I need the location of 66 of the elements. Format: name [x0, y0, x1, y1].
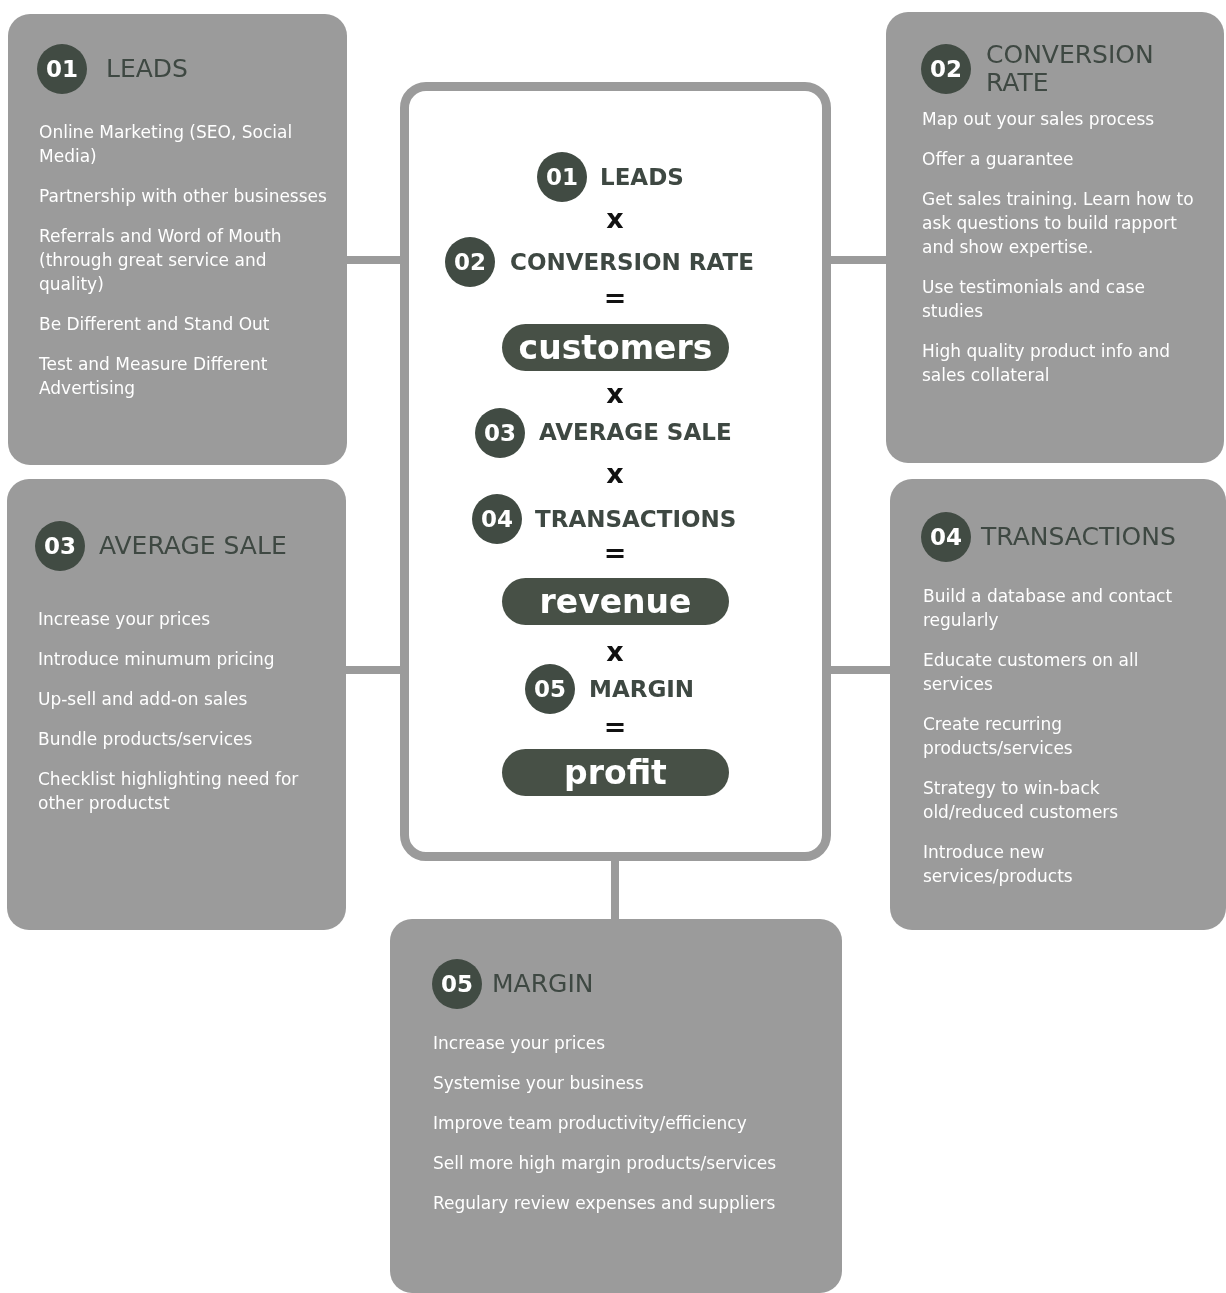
bullet-text: Up-sell and add-on sales	[38, 688, 249, 711]
formula-term: TRANSACTIONS	[535, 506, 737, 532]
bullet-text: Online Marketing (SEO, Social Media)	[39, 121, 294, 168]
formula-panel	[400, 82, 831, 861]
bullet-text: Offer a guarantee	[922, 148, 1075, 171]
number-badge: 03	[35, 521, 85, 571]
connector-line	[831, 666, 890, 674]
number-badge: 02	[921, 44, 971, 94]
bullet-text: Regulary review expenses and suppliers	[433, 1192, 777, 1215]
connector-line	[346, 666, 400, 674]
bullet-text: Test and Measure Different Advertising	[39, 353, 269, 400]
operator-symbol: x	[606, 380, 624, 408]
formula-term: MARGIN	[589, 676, 695, 702]
number-badge: 04	[472, 494, 522, 544]
card-title: MARGIN	[492, 970, 595, 998]
bullet-text: Create recurring products/services	[923, 713, 1074, 760]
info-card	[7, 479, 346, 930]
bullet-text: Map out your sales process	[922, 108, 1156, 131]
number-badge: 04	[921, 512, 971, 562]
formula-term: AVERAGE SALE	[539, 419, 732, 445]
card-title: CONVERSION RATE	[986, 41, 1155, 97]
bullet-text: Sell more high margin products/services	[433, 1152, 778, 1175]
bullet-text: Be Different and Stand Out	[39, 313, 271, 336]
card-title: AVERAGE SALE	[99, 532, 288, 560]
bullet-text: Bundle products/services	[38, 728, 254, 751]
operator-symbol: =	[603, 284, 627, 312]
bullet-text: Checklist highlighting need for other productst	[38, 768, 300, 815]
bullet-text: Introduce new services/products	[923, 841, 1074, 888]
connector-line	[347, 256, 400, 264]
formula-term: LEADS	[600, 164, 684, 190]
bullet-text: Educate customers on all services	[923, 649, 1140, 696]
result-pill: customers	[502, 324, 729, 371]
bullet-text: Strategy to win-back old/reduced customers	[923, 777, 1120, 824]
bullet-text: Build a database and contact regularly	[923, 585, 1174, 632]
formula-term: CONVERSION RATE	[510, 249, 754, 275]
operator-symbol: x	[606, 205, 624, 233]
operator-symbol: =	[603, 713, 627, 741]
info-card	[886, 12, 1224, 463]
number-badge: 05	[525, 664, 575, 714]
number-badge: 01	[37, 44, 87, 94]
bullet-text: Use testimonials and case studies	[922, 276, 1146, 323]
bullet-text: Improve team productivity/efficiency	[433, 1112, 748, 1135]
number-badge: 03	[475, 408, 525, 458]
number-badge: 01	[537, 152, 587, 202]
bullet-text: Referrals and Word of Mouth (through great service and quality)	[39, 225, 283, 296]
result-pill: revenue	[502, 578, 729, 625]
number-badge: 05	[432, 959, 482, 1009]
info-card	[390, 919, 842, 1293]
operator-symbol: =	[603, 539, 627, 567]
bullet-text: Increase your prices	[433, 1032, 607, 1055]
number-badge: 02	[445, 237, 495, 287]
result-pill: profit	[502, 749, 729, 796]
bullet-text: Introduce minumum pricing	[38, 648, 276, 671]
card-title: LEADS	[106, 55, 189, 83]
info-card	[890, 479, 1226, 930]
info-card	[8, 14, 347, 465]
bullet-text: Systemise your business	[433, 1072, 645, 1095]
bullet-text: Increase your prices	[38, 608, 212, 631]
bullet-text: Get sales training. Learn how to ask questions to build rapport and show expertise.	[922, 188, 1195, 259]
bullet-text: High quality product info and sales collateral	[922, 340, 1172, 387]
card-title: TRANSACTIONS	[981, 523, 1177, 551]
connector-line	[831, 256, 886, 264]
operator-symbol: x	[606, 460, 624, 488]
operator-symbol: x	[606, 638, 624, 666]
bullet-text: Partnership with other businesses	[39, 185, 328, 208]
connector-line	[611, 861, 619, 919]
